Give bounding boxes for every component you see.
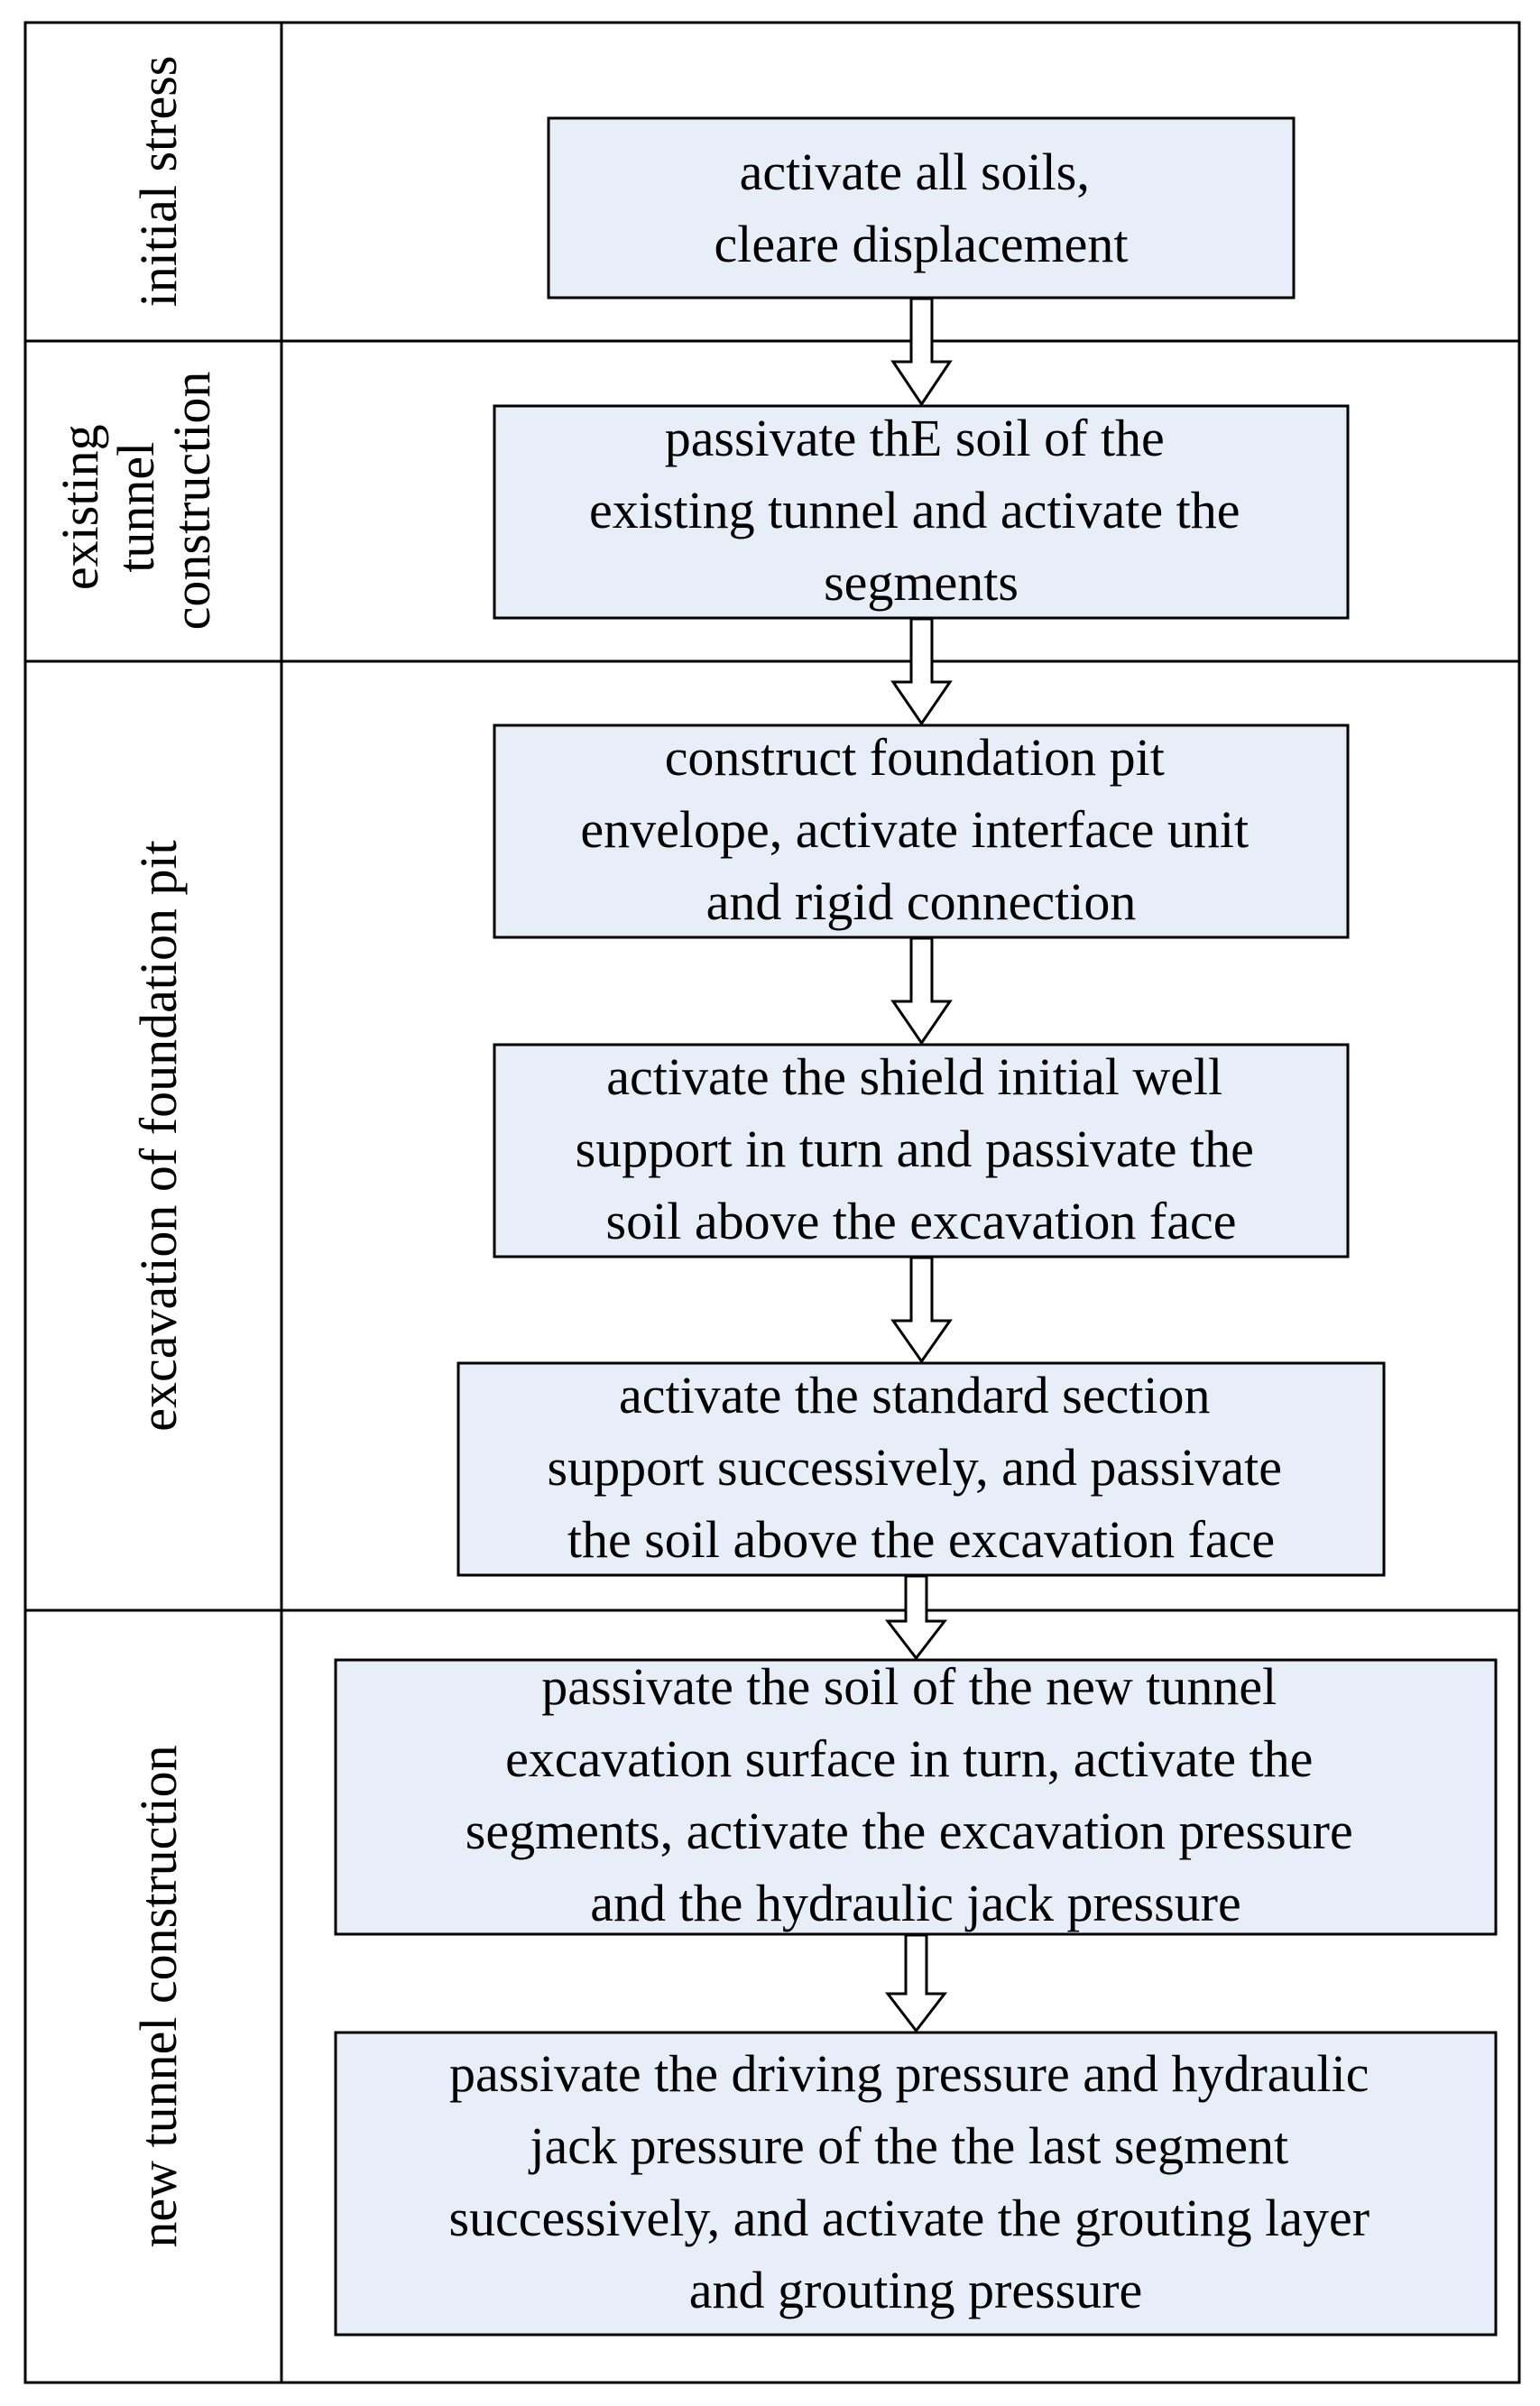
process-box-text: construct foundation pit envelope, activ… <box>580 728 1261 931</box>
process-box <box>493 404 1350 620</box>
process-box <box>493 1043 1350 1258</box>
flow-arrow <box>884 1933 948 2033</box>
process-box-text: passivate the soil of the new tunnel exc… <box>466 1657 1367 1932</box>
stage-label: existing tunnel construction <box>51 372 221 631</box>
process-box-text: activate all soils, cleare displacement <box>715 143 1129 273</box>
flow-arrow <box>884 1574 948 1661</box>
process-box-text: activate the standard section support su… <box>548 1366 1296 1569</box>
process-box <box>493 724 1350 939</box>
flow-arrow <box>890 936 953 1046</box>
stage-label: new tunnel construction <box>129 1745 188 2247</box>
flow-arrow <box>890 617 953 726</box>
stage-label: excavation of foundation pit <box>129 840 188 1432</box>
stage-label: initial stress <box>129 56 188 308</box>
table-border <box>23 21 1521 2384</box>
process-box <box>334 1658 1498 1936</box>
process-box <box>547 116 1296 300</box>
flow-arrow <box>890 297 953 407</box>
process-box-text: activate the shield initial well support… <box>576 1047 1268 1250</box>
process-box <box>334 2031 1498 2337</box>
process-box-text: passivate thE soil of the existing tunne… <box>589 409 1253 612</box>
process-box-text: passivate the driving pressure and hydra… <box>448 2044 1382 2319</box>
process-box <box>456 1361 1386 1577</box>
flow-arrow <box>890 1256 953 1364</box>
